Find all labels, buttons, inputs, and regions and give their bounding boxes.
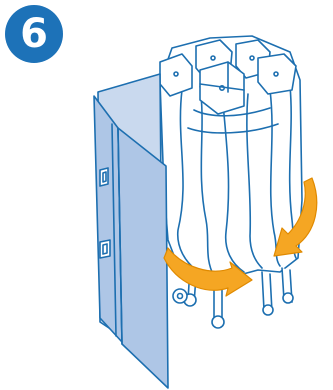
box-panel-front [118,128,168,388]
frame-cap-right [258,54,296,94]
tent-foot-2 [212,316,224,328]
box-wheel [173,289,187,303]
box-clip-lower [100,240,110,258]
box-clip-upper [100,168,108,186]
frame-cap-back-left [160,54,192,96]
tent-foot-4 [283,293,293,303]
tent-foot-3 [263,305,273,315]
